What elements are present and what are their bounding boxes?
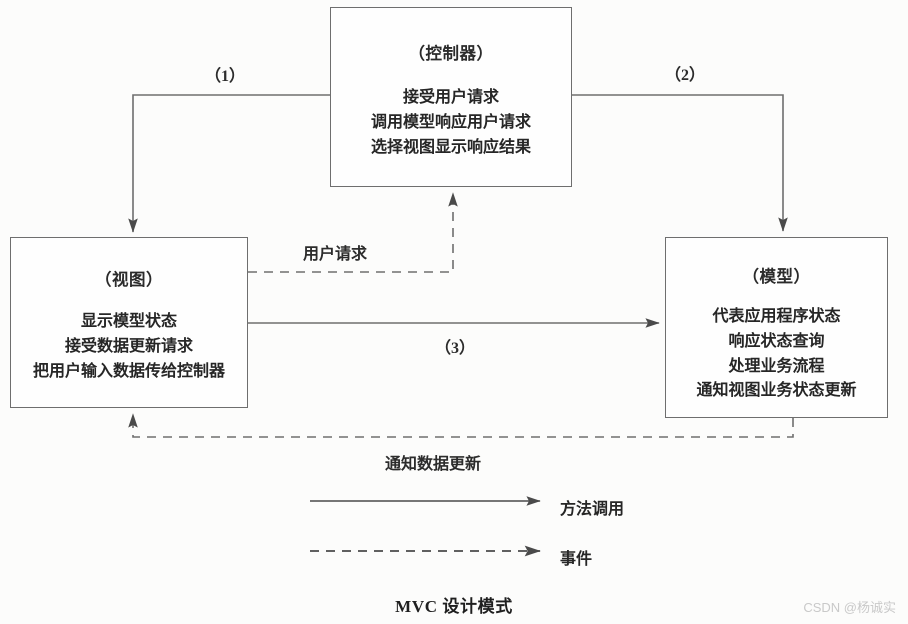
node-view-lines: 显示模型状态 接受数据更新请求 把用户输入数据传给控制器 bbox=[33, 310, 225, 384]
node-model-lines: 代表应用程序状态 响应状态查询 处理业务流程 通知视图业务状态更新 bbox=[696, 305, 856, 404]
node-controller-title: （控制器） bbox=[408, 44, 494, 63]
edge-label-step-2: （2） bbox=[665, 67, 706, 84]
legend-label-method-call: 方法调用 bbox=[560, 501, 625, 518]
diagram-caption: MVC 设计模式 bbox=[395, 597, 513, 616]
node-model-line-1: 代表应用程序状态 bbox=[712, 308, 841, 325]
edge-label-notify-data-update: 通知数据更新 bbox=[385, 456, 482, 473]
node-view-line-2: 接受数据更新请求 bbox=[64, 337, 193, 355]
edge-view-to-controller-event bbox=[248, 192, 458, 273]
node-controller-lines: 接受用户请求 调用模型响应用户请求 选择视图显示响应结果 bbox=[371, 86, 531, 160]
edge-label-user-request: 用户请求 bbox=[303, 246, 368, 263]
node-model-title: （模型） bbox=[742, 267, 811, 286]
edge-label-step-1: （1） bbox=[205, 68, 246, 85]
node-view-line-1: 显示模型状态 bbox=[80, 313, 177, 330]
edge-controller-to-view bbox=[128, 94, 330, 233]
node-model-line-2: 响应状态查询 bbox=[728, 332, 825, 350]
node-view-title: （视图） bbox=[95, 270, 163, 289]
node-controller-line-3: 选择视图显示响应结果 bbox=[370, 138, 531, 156]
edge-label-step-3: （3） bbox=[435, 340, 476, 357]
node-model-line-4: 通知视图业务状态更新 bbox=[696, 382, 857, 400]
node-controller-line-1: 接受用户请求 bbox=[402, 89, 499, 106]
csdn-watermark: CSDN @杨诚实 bbox=[803, 600, 896, 615]
node-controller[interactable]: （控制器） 接受用户请求 调用模型响应用户请求 选择视图显示响应结果 bbox=[330, 7, 572, 187]
legend-label-event: 事件 bbox=[560, 551, 593, 568]
edge-controller-to-model bbox=[572, 94, 788, 232]
node-view[interactable]: （视图） 显示模型状态 接受数据更新请求 把用户输入数据传给控制器 bbox=[10, 237, 248, 408]
node-controller-line-2: 调用模型响应用户请求 bbox=[370, 113, 531, 131]
node-model-line-3: 处理业务流程 bbox=[728, 357, 825, 375]
node-view-line-3: 把用户输入数据传给控制器 bbox=[32, 362, 225, 380]
node-model[interactable]: （模型） 代表应用程序状态 响应状态查询 处理业务流程 通知视图业务状态更新 bbox=[665, 237, 888, 418]
edge-model-to-view-event bbox=[128, 413, 794, 438]
